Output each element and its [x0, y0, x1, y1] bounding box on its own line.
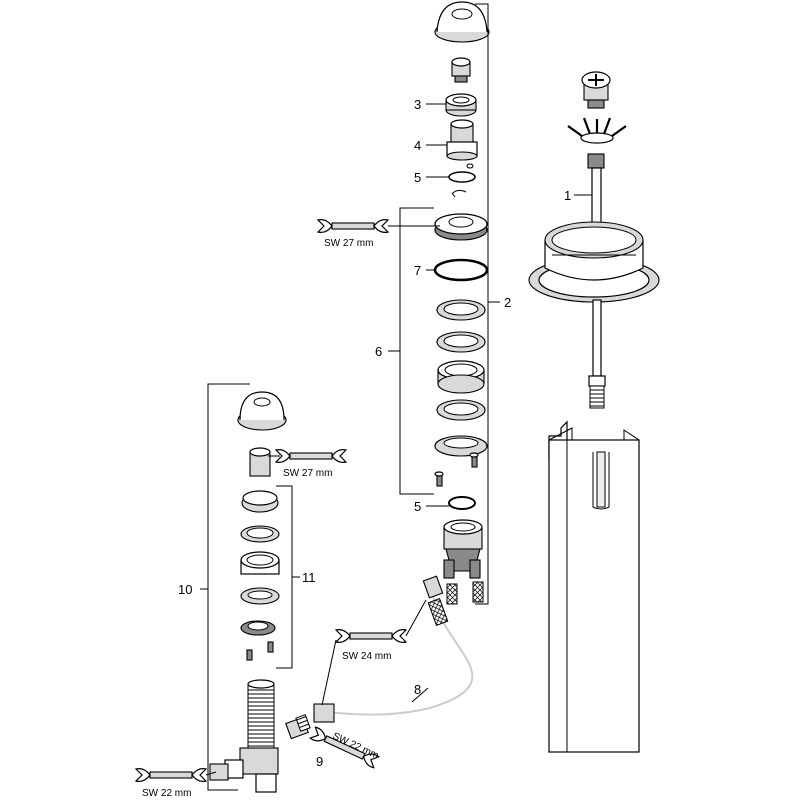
callout-5-upper: 5 [414, 170, 421, 185]
bracket-11 [276, 485, 300, 669]
callout-3: 3 [414, 97, 421, 112]
leader-lines [426, 103, 592, 507]
wrench-icon [275, 449, 347, 463]
wrench-icon [335, 628, 407, 644]
wrench-label-sw27-upper: SW 27 mm [324, 238, 373, 249]
wrench-label-sw27-lower: SW 27 mm [283, 468, 332, 479]
callout-7: 7 [414, 263, 421, 278]
wrench-label-sw22-left: SW 22 mm [142, 788, 191, 799]
part-3-nut [445, 93, 477, 117]
callout-5-lower: 5 [414, 499, 421, 514]
part-5-upper-rings [448, 171, 476, 198]
spider-clip [567, 117, 627, 144]
valve-assembly [209, 391, 287, 793]
bracket-6 [388, 207, 434, 495]
flange-ring [434, 213, 488, 241]
part-5-lower-ring [448, 496, 476, 510]
wrench-label-sw24: SW 24 mm [342, 651, 391, 662]
callout-8: 8 [414, 682, 421, 697]
washer-stack [434, 299, 488, 457]
hose-8 [313, 575, 479, 723]
wrench-icon [135, 767, 207, 783]
bracket-2 [475, 3, 500, 605]
part-4-cartridge [446, 119, 478, 169]
callout-11: 11 [302, 570, 316, 585]
screws-pair [434, 452, 479, 487]
callout-1: 1 [564, 188, 571, 203]
callout-6: 6 [375, 344, 382, 359]
wrench-icon [317, 219, 389, 233]
bracket-10 [200, 383, 250, 791]
pull-rod-assembly [528, 71, 660, 753]
callout-2: 2 [504, 295, 511, 310]
callout-10: 10 [178, 582, 192, 597]
part-7-o-ring [433, 258, 489, 282]
tall-sleeve [548, 420, 640, 753]
fitting-small [451, 57, 471, 83]
mixer-body [443, 519, 484, 605]
spout-assembly [433, 1, 490, 605]
callout-4: 4 [414, 138, 421, 153]
callout-9: 9 [316, 754, 323, 769]
cap-dome [434, 1, 490, 43]
part-9-fitting [285, 714, 311, 740]
oval-plate [528, 221, 660, 303]
